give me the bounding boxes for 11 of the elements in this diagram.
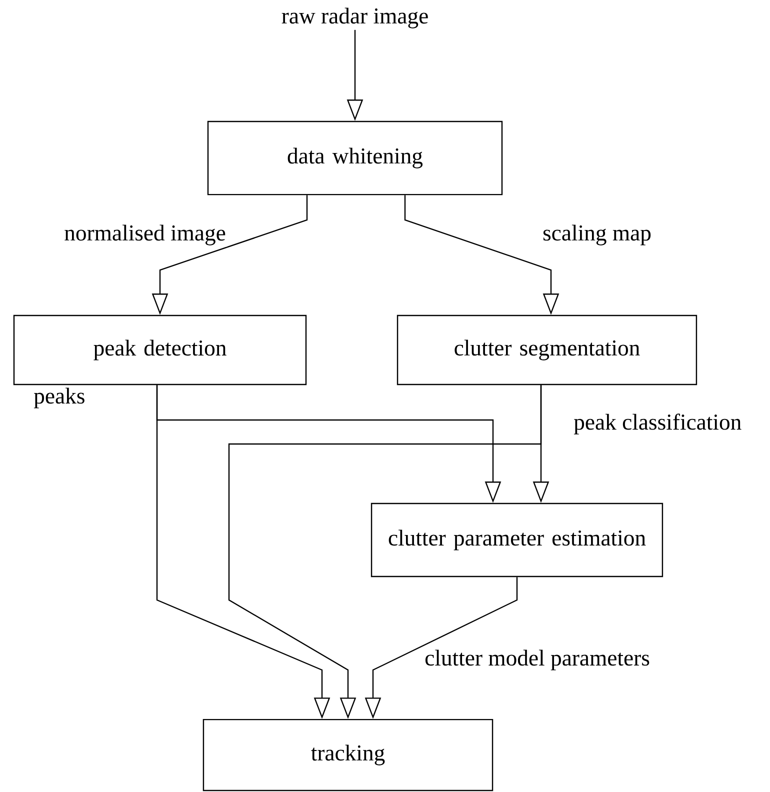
edge-label: scaling map	[541, 223, 653, 247]
process-box: tracking	[202, 718, 494, 792]
process-box: peak detection	[13, 314, 307, 386]
edge-label: clutter model parameters	[423, 648, 652, 672]
process-box: data whitening	[207, 120, 503, 196]
input-label: raw radar image	[282, 8, 428, 28]
edge-label: peaks	[32, 386, 87, 410]
process-box: clutter segmentation	[396, 314, 698, 386]
edge-label: peak classification	[572, 412, 743, 436]
process-box: clutter parameter estimation	[370, 502, 664, 578]
edge-label: normalised image	[62, 223, 228, 247]
